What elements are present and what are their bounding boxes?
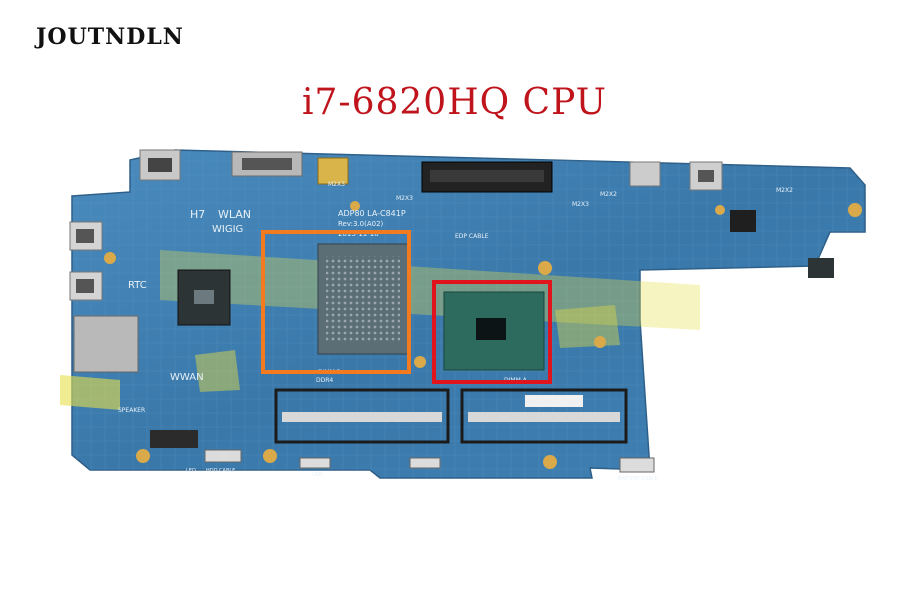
silk-m2x2-a: M2X2 <box>600 191 617 198</box>
silk-hdd: HDD CABLE <box>206 468 235 474</box>
mount-hole <box>715 205 725 215</box>
mount-hole <box>848 203 862 217</box>
small-chip-right <box>808 258 834 278</box>
watermark-overlay <box>160 250 700 330</box>
hdd-connector <box>204 449 242 463</box>
bottom-connector-mid <box>299 457 331 469</box>
mount-hole <box>104 252 116 264</box>
usb-port-top <box>317 157 349 185</box>
mount-hole <box>350 201 360 211</box>
silk-wlan: WLAN <box>218 208 251 221</box>
silk-wigig: WIGIG <box>212 224 243 235</box>
silk-rev: Rev:3.0(A02) <box>338 220 384 228</box>
battery-connector <box>619 457 655 473</box>
bottom-connector-right <box>409 457 441 469</box>
sd-card-slot <box>73 315 139 373</box>
mount-hole <box>414 356 426 368</box>
silk-model: ADP80 LA-C841P <box>338 209 406 218</box>
hdmi-port <box>629 161 661 187</box>
silk-led: LED <box>186 468 196 474</box>
mount-hole <box>263 449 277 463</box>
silk-edp: EDP CABLE <box>455 233 489 240</box>
mount-hole <box>543 455 557 469</box>
power-chip <box>730 210 756 232</box>
orange-highlight-box <box>261 230 411 374</box>
silk-m2x3-c: M2X3 <box>572 201 589 208</box>
silk-battery: BATTERY CABLE <box>618 476 658 482</box>
silk-m2x3-b: M2X3 <box>396 195 413 202</box>
silk-h7: H7 <box>190 208 205 221</box>
red-highlight-box <box>432 280 552 384</box>
silk-usb: USB <box>312 472 323 478</box>
cpu-headline: i7-6820HQ CPU <box>302 82 608 123</box>
silk-speaker: SPEAKER <box>118 407 145 414</box>
silk-m2x2-b: M2X2 <box>776 187 793 194</box>
silk-ddr4: DDR4 <box>316 377 333 384</box>
brand-logo: JOUTNDLN <box>36 24 184 50</box>
m2-slot <box>150 430 198 448</box>
mount-hole <box>538 261 552 275</box>
silk-rtc: RTC <box>128 280 147 291</box>
mount-hole <box>594 336 606 348</box>
sticker-label <box>525 395 583 407</box>
mount-hole <box>136 449 150 463</box>
silk-m2x3-a: M2X3 <box>328 181 345 188</box>
ethernet-port <box>139 149 181 181</box>
silk-wwan: WWAN <box>170 372 204 383</box>
memory-slot-b <box>274 388 450 444</box>
memory-slot-a <box>460 388 628 444</box>
